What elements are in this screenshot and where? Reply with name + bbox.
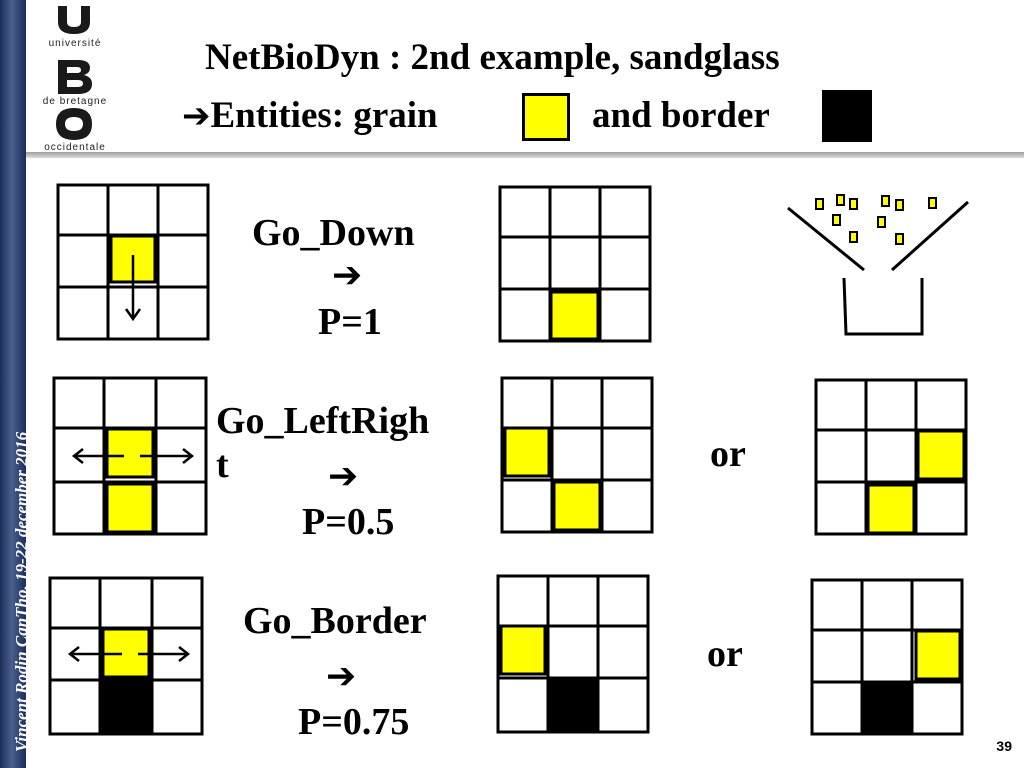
arrow-right-icon: ➔ bbox=[332, 255, 363, 296]
grain-cell bbox=[916, 429, 966, 481]
or-label: or bbox=[707, 633, 743, 675]
arrow-right-icon: ➔ bbox=[328, 456, 359, 497]
arrow-right-icon: ➔ bbox=[182, 96, 211, 136]
grain-cell bbox=[866, 483, 916, 535]
logo-line-3: occidentale bbox=[44, 142, 106, 153]
subtitle-text-1: Entities: grain bbox=[210, 95, 438, 136]
left-right-arrow-icon bbox=[67, 646, 191, 662]
grid-go-leftright-after-2 bbox=[814, 378, 968, 536]
grain-cell bbox=[549, 290, 600, 341]
grain-swatch bbox=[522, 93, 570, 141]
page-number: 39 bbox=[996, 738, 1012, 754]
sandglass-illustration bbox=[787, 194, 970, 336]
author-date-text: Vincent Rodin CanTho, 19-22 december 201… bbox=[12, 431, 31, 752]
arrow-right-icon: ➔ bbox=[326, 656, 357, 697]
probability-go-down: P=1 bbox=[318, 301, 382, 343]
grain-cell bbox=[499, 624, 547, 676]
slide-title: NetBioDyn : 2nd example, sandglass bbox=[205, 37, 780, 78]
grid-go-border-after-1 bbox=[496, 574, 650, 734]
logo-line-2: de bretagne bbox=[42, 96, 108, 107]
university-logo: université de bretagne occidentale bbox=[30, 0, 120, 156]
rule-name-line-2: t bbox=[216, 443, 229, 486]
grid-go-border-after-2 bbox=[810, 578, 964, 736]
probability-go-leftright: P=0.5 bbox=[302, 501, 395, 543]
border-cell bbox=[101, 681, 151, 733]
grid-go-leftright-after-1 bbox=[500, 376, 654, 534]
subtitle-text-2: and border bbox=[592, 95, 770, 136]
grid-go-down-after bbox=[498, 185, 652, 343]
slide-subtitle: ➔Entities: grain bbox=[182, 94, 438, 137]
logo-line-1: université bbox=[48, 38, 102, 49]
rule-name-go-border: Go_Border bbox=[243, 600, 427, 642]
border-swatch bbox=[822, 90, 872, 142]
grain-cell bbox=[552, 480, 602, 532]
grain-cell bbox=[105, 482, 155, 534]
grid-go-down-before bbox=[56, 183, 210, 341]
grain-cell bbox=[105, 427, 155, 479]
grid-go-border-before bbox=[48, 576, 204, 736]
sidebar-band: Vincent Rodin CanTho, 19-22 december 201… bbox=[0, 0, 31, 768]
grain-cell bbox=[503, 426, 551, 478]
ubo-logo-icon bbox=[56, 6, 92, 140]
rule-name-go-down: Go_Down bbox=[252, 212, 415, 254]
header-separator bbox=[26, 152, 1024, 158]
border-cell bbox=[862, 682, 912, 734]
left-right-arrow-icon bbox=[71, 448, 195, 464]
grain-cell bbox=[914, 629, 962, 681]
border-cell bbox=[548, 678, 598, 732]
rule-name-go-leftright: Go_LeftRigh t bbox=[216, 400, 429, 487]
probability-go-border: P=0.75 bbox=[298, 701, 410, 743]
grid-go-leftright-before bbox=[52, 376, 208, 536]
or-label: or bbox=[710, 433, 746, 475]
rule-name-line-1: Go_LeftRigh bbox=[216, 400, 430, 442]
